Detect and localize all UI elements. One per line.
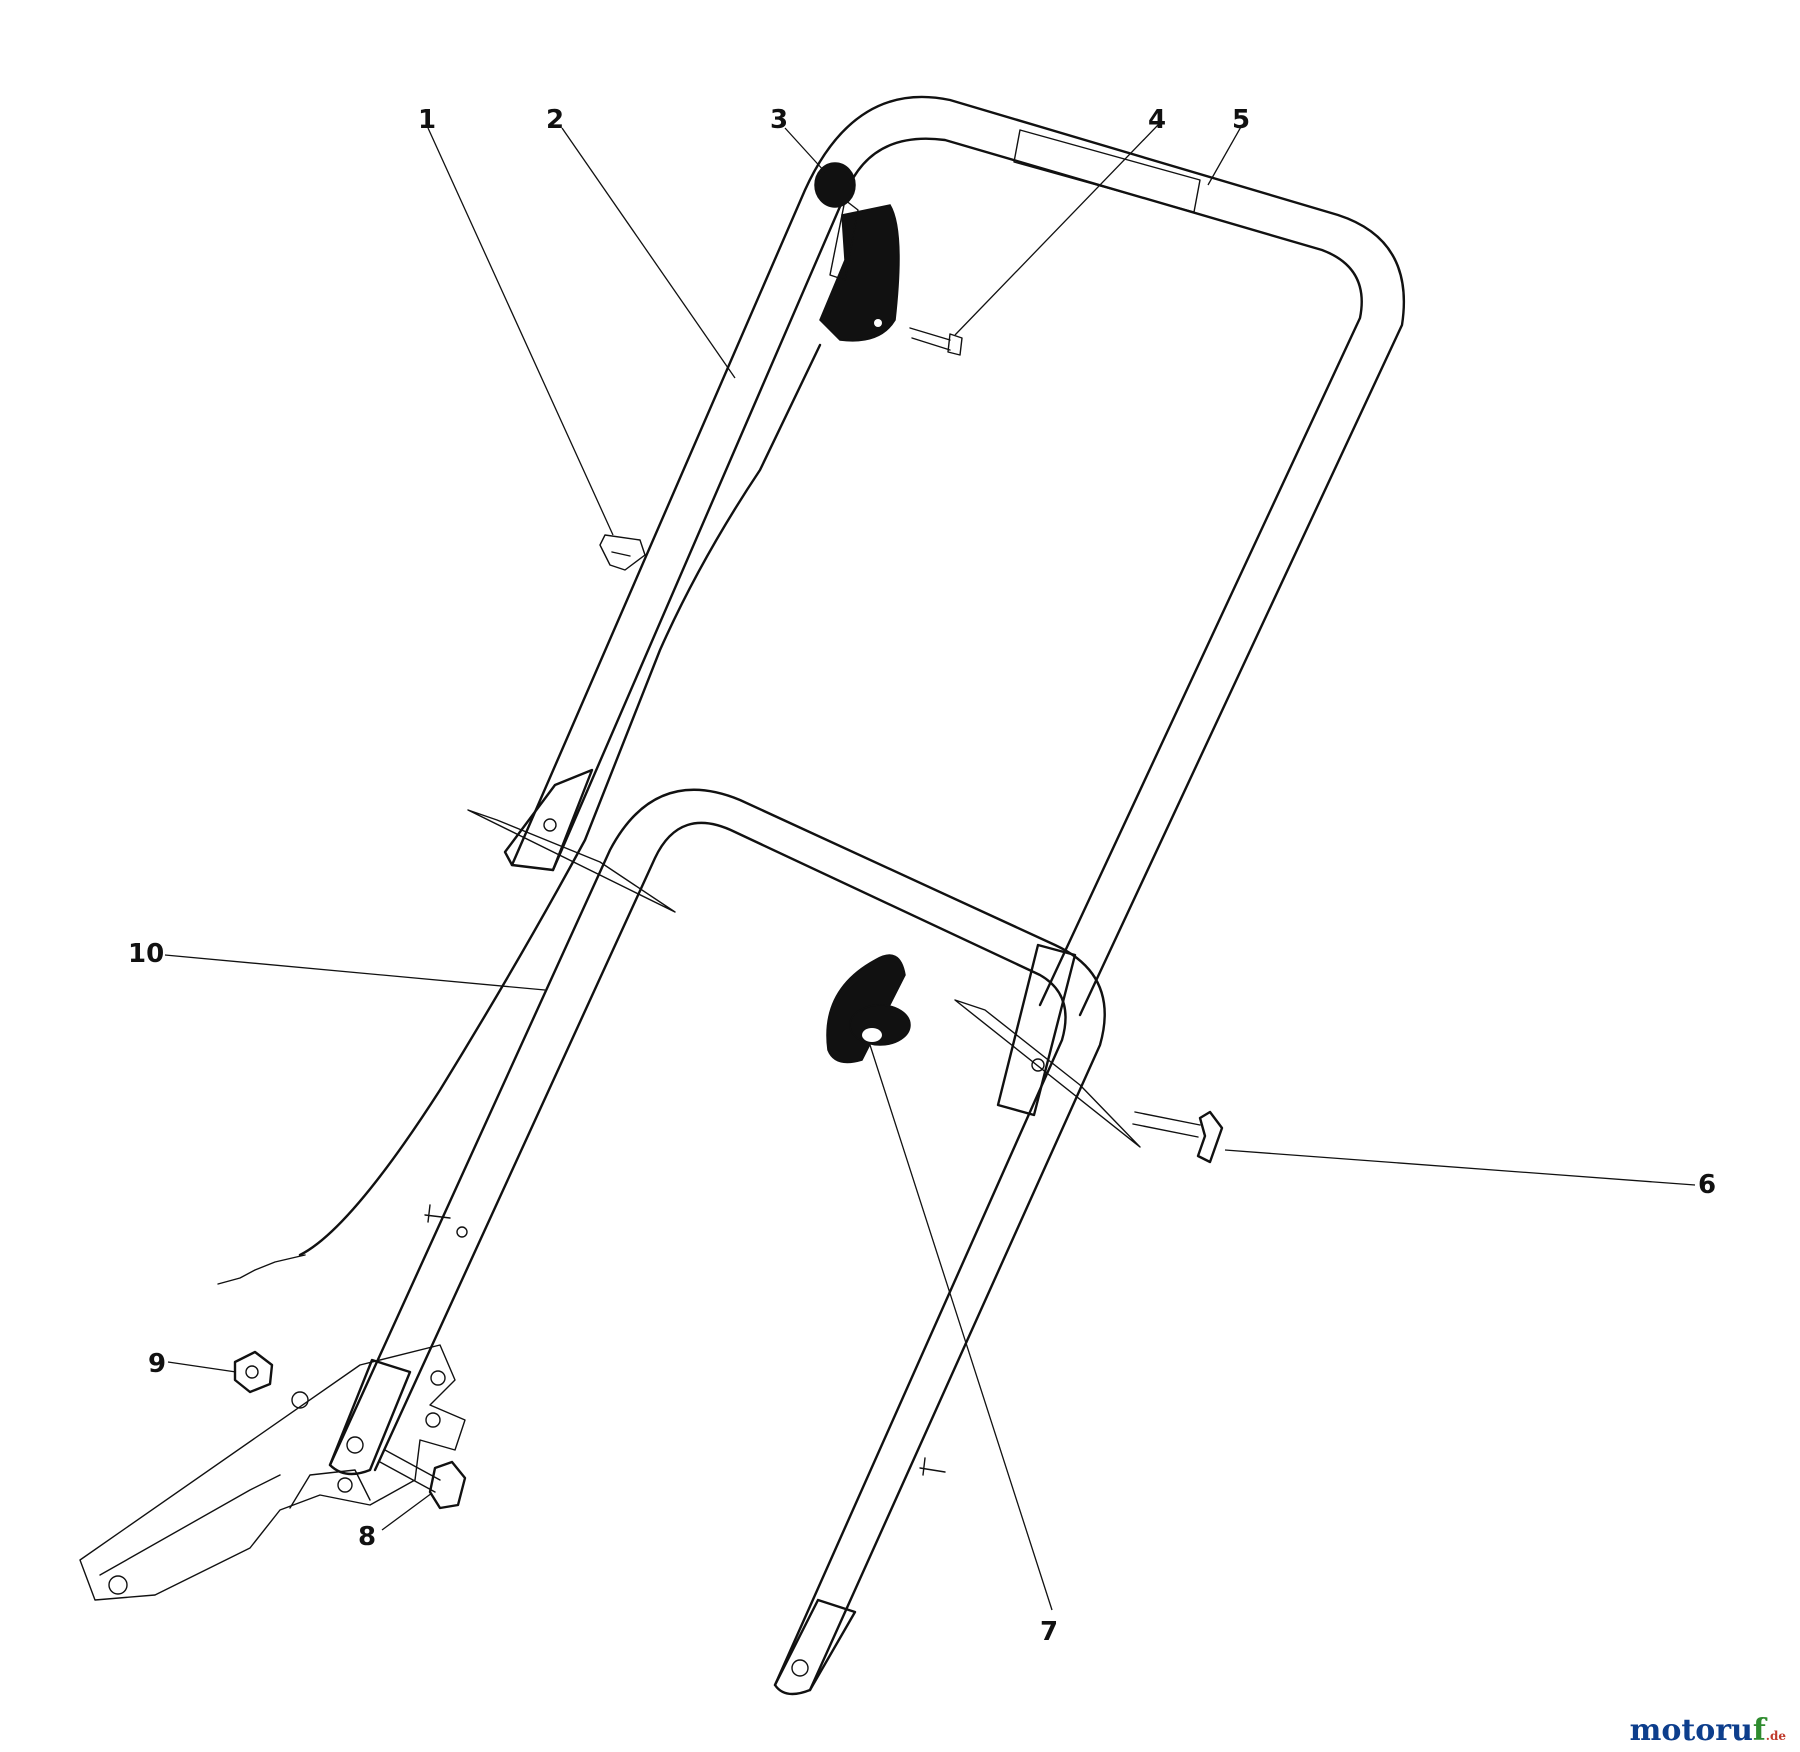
callout-2: 2 xyxy=(546,105,564,135)
watermark-accent: f xyxy=(1752,1713,1766,1748)
knob xyxy=(826,954,911,1064)
callout-10: 10 xyxy=(128,939,164,969)
watermark-main: motoru xyxy=(1629,1713,1753,1748)
callout-5: 5 xyxy=(1232,105,1250,135)
callout-1: 1 xyxy=(418,105,436,135)
wing-bolt xyxy=(1132,1110,1224,1164)
callout-4: 4 xyxy=(1148,105,1166,135)
upper-handle xyxy=(503,95,1406,1117)
section-planes xyxy=(467,809,1141,1148)
throttle-control xyxy=(814,162,963,356)
cable-clip xyxy=(599,534,646,571)
callout-3: 3 xyxy=(770,105,788,135)
callout-labels: 1 2 3 4 5 6 7 8 9 10 xyxy=(128,105,1716,1647)
site-watermark: motoruf.de xyxy=(1630,1713,1786,1748)
nut-9 xyxy=(233,1350,274,1394)
callout-8: 8 xyxy=(358,1522,376,1552)
bolt-8 xyxy=(379,1449,467,1510)
lower-handle xyxy=(328,788,1106,1696)
callout-7: 7 xyxy=(1040,1617,1058,1647)
control-cable xyxy=(217,343,822,1285)
leader-lines xyxy=(164,124,1696,1611)
watermark-suffix: .de xyxy=(1765,1729,1786,1743)
mounting-bracket xyxy=(79,1344,466,1601)
callout-9: 9 xyxy=(148,1349,166,1379)
callout-6: 6 xyxy=(1698,1170,1716,1200)
